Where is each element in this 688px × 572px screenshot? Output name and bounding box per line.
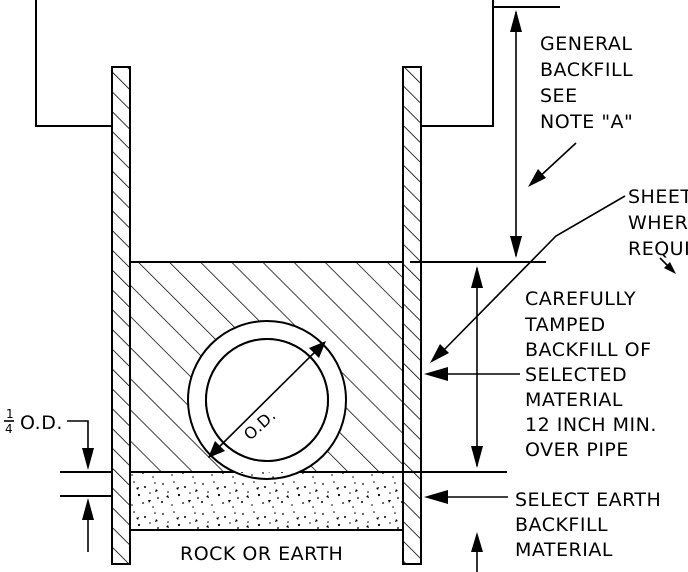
svg-text:MATERIAL: MATERIAL [525, 389, 623, 411]
tamped-leader-arrow [424, 367, 448, 381]
quarter-od-num: 1 [6, 407, 14, 421]
bedding-arrow-up [82, 498, 94, 520]
svg-text:OVER PIPE: OVER PIPE [525, 439, 629, 461]
quarter-od-arrow-down [82, 448, 94, 470]
od-arrow-head-bottom [208, 441, 225, 458]
svg-text:GENERAL: GENERAL [540, 33, 632, 55]
dim-arrow-mid-up [471, 266, 483, 288]
sheeting-left [111, 66, 131, 565]
select-earth-leader-arrow [424, 490, 448, 504]
svg-text:SEE: SEE [540, 85, 578, 107]
sheeting-note: SHEETING WHERE REQUIRED [628, 186, 688, 260]
tamped-backfill-note: CAREFULLY TAMPED BACKFILL OF SELECTED MA… [524, 288, 657, 461]
svg-text:TAMPED: TAMPED [524, 314, 606, 336]
svg-text:SELECT EARTH: SELECT EARTH [515, 489, 661, 511]
svg-text:BACKFILL: BACKFILL [540, 59, 633, 81]
svg-text:NOTE "A": NOTE "A" [540, 111, 633, 133]
general-backfill-note: GENERAL BACKFILL SEE NOTE "A" [540, 33, 633, 133]
general-backfill-leader-arrow [528, 169, 546, 187]
od-arrow-head-top [309, 341, 326, 358]
sheeting-right [402, 66, 422, 565]
sheeting-leader-arrow [430, 344, 449, 363]
dim-arrow-mid-down [471, 446, 483, 468]
svg-text:12 INCH MIN.: 12 INCH MIN. [525, 414, 657, 436]
svg-text:SHEETING: SHEETING [628, 186, 688, 208]
svg-text:WHERE: WHERE [628, 212, 688, 234]
svg-text:REQUIRED: REQUIRED [628, 238, 688, 260]
select-earth-bedding [129, 471, 404, 531]
quarter-od-den: 4 [5, 422, 13, 436]
svg-text:BACKFILL: BACKFILL [515, 514, 608, 536]
dim-arrow-top-down [510, 236, 522, 258]
trench-cut-outline [35, 0, 494, 127]
rock-or-earth-label: ROCK OR EARTH [180, 543, 343, 565]
svg-text:CAREFULLY: CAREFULLY [525, 288, 636, 310]
bedding-depth-arrow [471, 532, 483, 552]
quarter-od-label: O.D. [20, 412, 63, 434]
svg-text:MATERIAL: MATERIAL [515, 539, 613, 561]
svg-text:BACKFILL OF: BACKFILL OF [525, 339, 652, 361]
svg-text:SELECTED: SELECTED [525, 364, 627, 386]
dim-arrow-top-up [510, 10, 522, 32]
select-earth-note: SELECT EARTH BACKFILL MATERIAL [515, 489, 661, 561]
